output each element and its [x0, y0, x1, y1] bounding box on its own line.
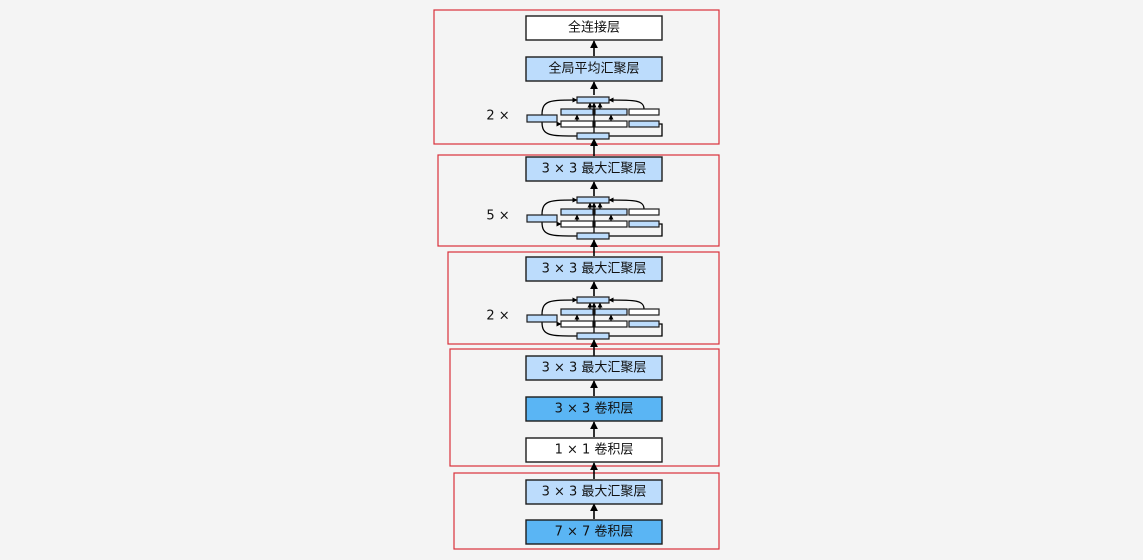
layer-box	[525, 437, 663, 463]
inception-mini-layer	[560, 220, 594, 228]
inception-mini-layer	[576, 196, 610, 204]
inception-mini-layer	[594, 320, 628, 328]
inception-connector	[541, 297, 578, 316]
inception-mini-layer	[594, 108, 628, 116]
layer-box	[525, 396, 663, 422]
layer-fully-connected: 全连接层	[525, 15, 663, 41]
layer-max-pool-3x3: 3 × 3 最大汇聚层	[525, 156, 663, 182]
inception-mini-layer	[594, 308, 628, 316]
layer-label: 3 × 3 卷积层	[555, 401, 634, 417]
inception-mini-layer	[628, 220, 660, 228]
stage-2-border	[449, 348, 720, 467]
layer-label: 3 × 3 最大汇聚层	[542, 162, 647, 177]
stage-3-border	[447, 251, 720, 345]
inception-connector	[609, 123, 663, 137]
inception-connector	[541, 197, 578, 216]
layer-label: 全局平均汇聚层	[548, 61, 639, 77]
inception-mini-layer	[628, 120, 660, 128]
inception-block	[526, 96, 663, 140]
stage-5: 全连接层 全局平均汇聚层 2 ×	[486, 15, 663, 140]
inception-mini-layer	[594, 208, 628, 216]
layer-label: 全连接层	[568, 20, 620, 36]
inception-block	[526, 196, 663, 240]
stage-4-border	[437, 154, 720, 247]
stage-2: 3 × 3 最大汇聚层 3 × 3 卷积层 1 × 1 卷积层	[525, 355, 663, 463]
layer-conv-7x7: 7 × 7 卷积层	[525, 519, 663, 545]
inception-mini-layer	[560, 120, 594, 128]
layer-box	[525, 519, 663, 545]
layer-box	[525, 156, 663, 182]
layer-box	[525, 355, 663, 381]
inception-connector	[541, 321, 578, 337]
inception-mini-layer	[594, 220, 628, 228]
layer-max-pool-3x3: 3 × 3 最大汇聚层	[525, 479, 663, 505]
inception-mini-layer	[576, 332, 610, 340]
inception-repeat-label: 5 ×	[486, 209, 509, 224]
layer-label: 3 × 3 最大汇聚层	[542, 361, 647, 376]
inception-mini-layer	[576, 296, 610, 304]
layer-max-pool-3x3: 3 × 3 最大汇聚层	[525, 256, 663, 282]
inception-connector	[608, 297, 645, 310]
inception-mini-layer	[560, 208, 594, 216]
layer-label: 7 × 7 卷积层	[555, 524, 634, 540]
inception-repeat-label: 2 ×	[486, 109, 509, 124]
layer-conv-3x3: 3 × 3 卷积层	[525, 396, 663, 422]
inception-mini-layer	[594, 120, 628, 128]
inception-repeat-label: 2 ×	[486, 309, 509, 324]
layer-box	[525, 256, 663, 282]
inception-mini-layer	[576, 96, 610, 104]
layer-box	[525, 15, 663, 41]
inception-connector	[608, 97, 645, 110]
layer-label: 3 × 3 最大汇聚层	[542, 485, 647, 500]
layer-global-avg-pool: 全局平均汇聚层	[525, 56, 663, 82]
inception-connector	[541, 97, 578, 116]
inception-mini-layer	[526, 214, 558, 223]
inception-mini-layer	[576, 232, 610, 240]
inception-connector	[608, 197, 645, 210]
stage-3: 3 × 3 最大汇聚层 2 ×	[486, 256, 663, 340]
inception-mini-layer	[526, 314, 558, 323]
inception-mini-layer	[526, 114, 558, 123]
layer-max-pool-3x3: 3 × 3 最大汇聚层	[525, 355, 663, 381]
inception-connector	[609, 223, 663, 237]
stage-1: 3 × 3 最大汇聚层 7 × 7 卷积层	[525, 479, 663, 545]
inception-block	[526, 296, 663, 340]
inception-mini-layer	[560, 320, 594, 328]
layer-box	[525, 56, 663, 82]
inception-mini-layer	[628, 208, 660, 216]
layer-conv-1x1: 1 × 1 卷积层	[525, 437, 663, 463]
inception-mini-layer	[576, 132, 610, 140]
inception-mini-layer	[560, 308, 594, 316]
stage-4: 3 × 3 最大汇聚层 5 ×	[486, 156, 663, 240]
stage-5-border	[433, 9, 720, 145]
layer-label: 3 × 3 最大汇聚层	[542, 262, 647, 277]
inception-mini-layer	[560, 108, 594, 116]
inception-connector	[609, 323, 663, 337]
inception-connector	[541, 121, 578, 137]
inception-mini-layer	[628, 108, 660, 116]
layer-label: 1 × 1 卷积层	[555, 442, 634, 458]
inception-connector	[541, 221, 578, 237]
stage-1-border	[453, 472, 720, 550]
layer-box	[525, 479, 663, 505]
inception-mini-layer	[628, 308, 660, 316]
inception-mini-layer	[628, 320, 660, 328]
